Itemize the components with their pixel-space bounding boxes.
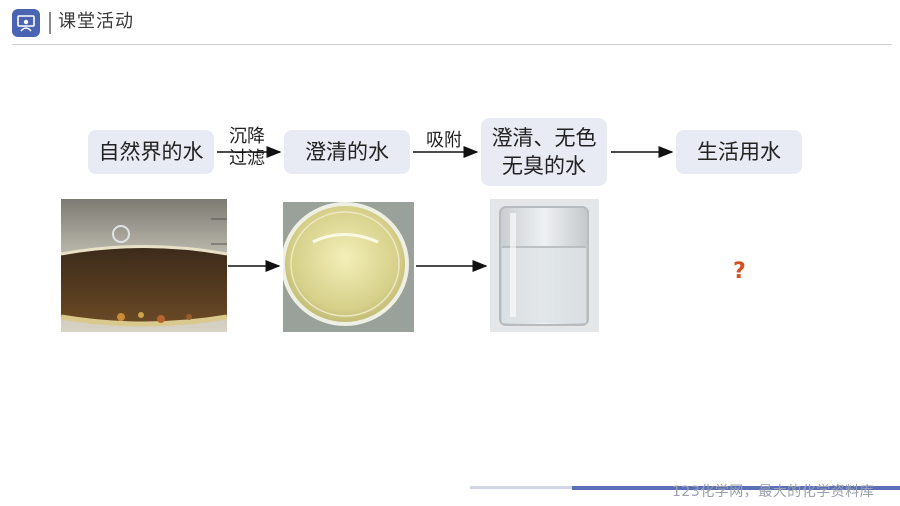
box-odorless-line1: 澄清、无色	[491, 126, 597, 150]
photo-clear-water	[283, 202, 414, 332]
header-divider	[12, 44, 892, 45]
box-clear-water: 澄清的水	[284, 130, 410, 174]
header-separator	[49, 12, 51, 34]
step-sediment-filter: 沉降 过滤	[222, 126, 272, 170]
footer-line-light	[470, 486, 580, 489]
box-natural-water-label: 自然界的水	[98, 140, 204, 164]
step-sediment-label: 沉降	[229, 126, 265, 147]
photo-muddy-water	[61, 199, 227, 332]
header-bar: 课堂活动	[0, 0, 900, 44]
classroom-logo-icon	[12, 9, 40, 37]
box-natural-water: 自然界的水	[88, 130, 214, 174]
unknown-question-mark: ?	[733, 259, 746, 284]
page-title: 课堂活动	[58, 11, 134, 32]
footer-line-dark	[572, 486, 900, 490]
box-odorless-line2: 无臭的水	[502, 154, 586, 178]
step-filter-label: 过滤	[229, 148, 265, 169]
step-adsorption-label: 吸附	[426, 130, 462, 151]
box-domestic-water-label: 生活用水	[697, 140, 781, 164]
footer-watermark: 123化学网，最大的化学资料库	[672, 484, 875, 500]
photo-colorless-water	[490, 199, 599, 332]
box-domestic-water: 生活用水	[676, 130, 802, 174]
box-clear-water-label: 澄清的水	[305, 140, 389, 164]
box-odorless-water: 澄清、无色 无臭的水	[481, 118, 607, 186]
